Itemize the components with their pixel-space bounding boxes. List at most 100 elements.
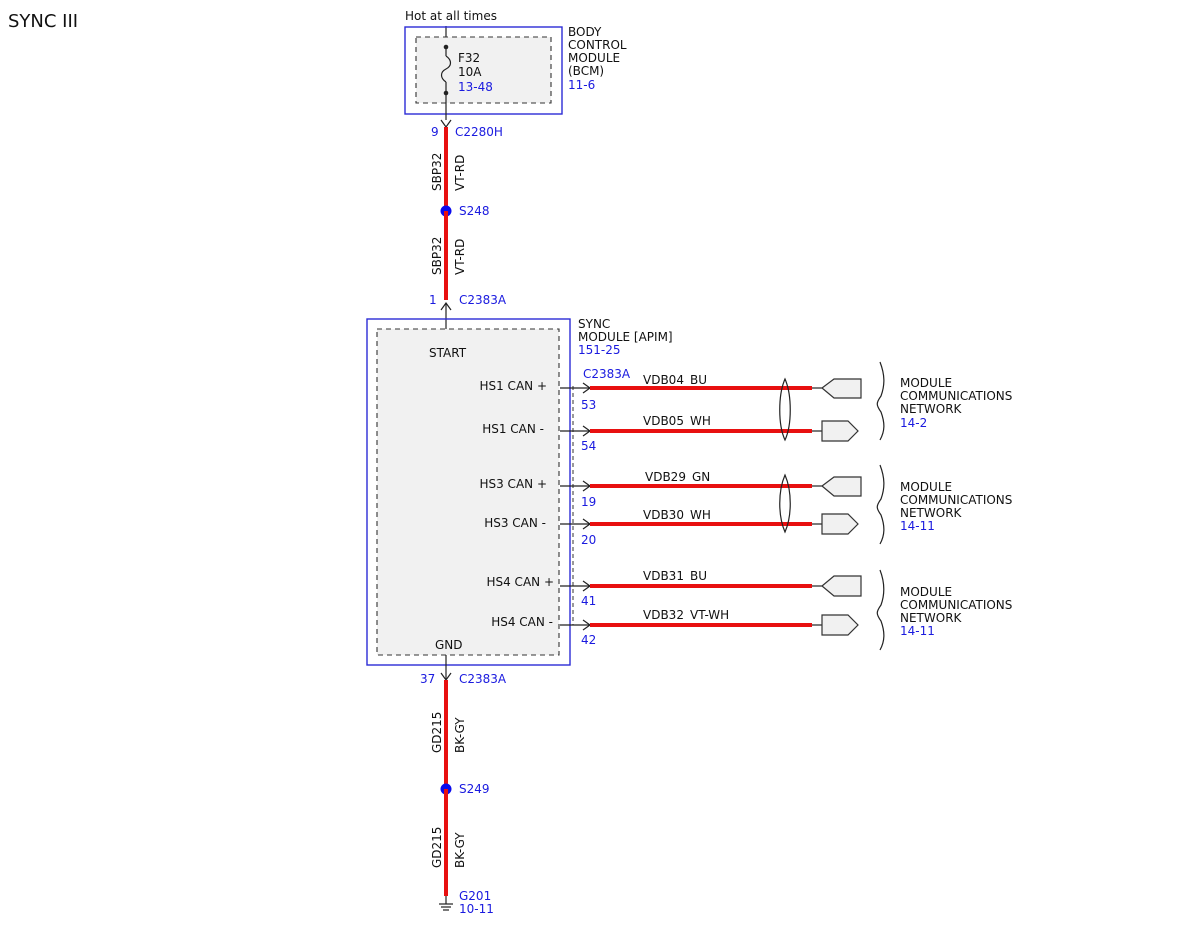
fuse-terminal-top (443, 44, 449, 50)
sync-ref: 151-25 (578, 343, 621, 357)
lower-wire-1-circuit: GD215 (430, 712, 444, 753)
fuse-rating: 10A (458, 65, 482, 79)
c2383a-bottom-connector: C2383A (459, 672, 507, 686)
pin-label: HS1 CAN - (482, 422, 544, 436)
fuse-f32: F32 10A 13-48 (440, 44, 493, 120)
wire-color: GN (692, 470, 710, 484)
bcm-inner (415, 36, 552, 104)
terminal-connector-icon (821, 513, 859, 535)
bcm-module: BODY CONTROL MODULE (BCM) 11-6 (404, 25, 627, 115)
pin-label: HS3 CAN + (479, 477, 547, 491)
network-label-3: MODULE COMMUNICATIONS NETWORK 14-11 (900, 585, 1012, 638)
bcm-name-line-1: BODY (568, 25, 602, 39)
pin-row-hs4-can-minus: HS4 CAN - 42 VDB32 VT-WH (491, 608, 859, 647)
network-brace-icon-3 (876, 569, 885, 651)
network-label-1: MODULE COMMUNICATIONS NETWORK 14-2 (900, 376, 1012, 430)
sync-connector-label: C2383A (583, 367, 631, 381)
wire-color: WH (690, 414, 711, 428)
splice-s248-label: S248 (459, 204, 490, 218)
upper-wire-2-color: VT-RD (453, 239, 467, 275)
network-brace-icon-1 (876, 361, 885, 441)
pin-label: HS1 CAN + (479, 379, 547, 393)
network-brace-icon-2 (876, 464, 885, 545)
network-label-2: MODULE COMMUNICATIONS NETWORK 14-11 (900, 480, 1012, 533)
sync-module: SYNC MODULE [APIM] 151-25 START GND C238… (366, 317, 673, 666)
pin-number: 19 (581, 495, 596, 509)
wire-circuit: VDB32 (643, 608, 684, 622)
pin-label: HS3 CAN - (484, 516, 546, 530)
pin-label: HS4 CAN - (491, 615, 553, 629)
c2383a-top-connector: C2383A (459, 293, 507, 307)
ground-ref: 10-11 (459, 902, 494, 916)
c2383a-top-pin: 1 (429, 293, 437, 307)
terminal-connector-icon (821, 378, 862, 399)
lower-wire-2-color: BK-GY (453, 832, 467, 868)
c2280h-pin: 9 (431, 125, 439, 139)
fuse-ref: 13-48 (458, 80, 493, 94)
terminal-connector-icon (821, 420, 859, 442)
twisted-pair-icon-hs3 (779, 473, 791, 534)
pin-number: 42 (581, 633, 596, 647)
network-line-2: COMMUNICATIONS (900, 389, 1012, 403)
wire-color: BU (690, 569, 707, 583)
pin-row-hs1-can-plus: HS1 CAN + 53 VDB04 BU (479, 373, 862, 412)
bcm-name-line-3: MODULE (568, 51, 620, 65)
terminal-connector-icon (821, 614, 859, 636)
sync-name-line-1: SYNC (578, 317, 610, 331)
network-ref: 14-2 (900, 416, 927, 430)
sync-start-label: START (429, 346, 467, 360)
splice-s249-label: S249 (459, 782, 490, 796)
power-label: Hot at all times (405, 9, 497, 23)
wire-circuit: VDB05 (643, 414, 684, 428)
network-line-1: MODULE (900, 480, 952, 494)
lower-wire-2-circuit: GD215 (430, 827, 444, 868)
twisted-pair-icon-hs1 (779, 377, 791, 442)
terminal-connector-icon (821, 575, 862, 597)
pin-row-hs3-can-minus: HS3 CAN - 20 VDB30 WH (484, 508, 859, 547)
pin-label: HS4 CAN + (486, 575, 554, 589)
lower-wire-1-color: BK-GY (453, 717, 467, 753)
bcm-ref: 11-6 (568, 78, 595, 92)
network-line-3: NETWORK (900, 402, 963, 416)
pin-row-hs1-can-minus: HS1 CAN - 54 VDB05 WH (482, 414, 859, 453)
network-ref: 14-11 (900, 519, 935, 533)
network-line-3: NETWORK (900, 506, 963, 520)
pin-number: 54 (581, 439, 596, 453)
network-line-3: NETWORK (900, 611, 963, 625)
sync-inner (376, 328, 560, 656)
c2280h-connector-icon (440, 119, 452, 129)
diagram-title: SYNC III (8, 11, 78, 32)
wire-color: BU (690, 373, 707, 387)
wire-color: WH (690, 508, 711, 522)
pin-number: 20 (581, 533, 596, 547)
wire-circuit: VDB30 (643, 508, 684, 522)
ground-icon (439, 896, 453, 911)
c2280h-connector: C2280H (455, 125, 503, 139)
upper-wire-2-circuit: SBP32 (430, 237, 444, 275)
pin-number: 41 (581, 594, 596, 608)
bcm-outline (404, 26, 563, 115)
pin-row-hs4-can-plus: HS4 CAN + 41 VDB31 BU (486, 569, 862, 608)
upper-wire-1-circuit: SBP32 (430, 153, 444, 191)
sync-name-line-2: MODULE [APIM] (578, 330, 673, 344)
ground-name: G201 (459, 889, 491, 903)
c2383a-bottom-pin: 37 (420, 672, 435, 686)
fuse-element (440, 55, 452, 83)
upper-wire-1-color: VT-RD (453, 155, 467, 191)
fuse-terminal-bottom (443, 90, 449, 96)
fuse-name: F32 (458, 51, 480, 65)
pin-row-hs3-can-plus: HS3 CAN + 19 VDB29 GN (479, 470, 862, 509)
wire-color: VT-WH (690, 608, 729, 622)
wire-circuit: VDB31 (643, 569, 684, 583)
terminal-connector-icon (821, 476, 862, 497)
network-line-2: COMMUNICATIONS (900, 598, 1012, 612)
network-line-1: MODULE (900, 376, 952, 390)
network-line-1: MODULE (900, 585, 952, 599)
bcm-name-line-4: (BCM) (568, 64, 604, 78)
pin-number: 53 (581, 398, 596, 412)
bcm-name-line-2: CONTROL (568, 38, 627, 52)
network-ref: 14-11 (900, 624, 935, 638)
network-line-2: COMMUNICATIONS (900, 493, 1012, 507)
wire-circuit: VDB29 (645, 470, 686, 484)
